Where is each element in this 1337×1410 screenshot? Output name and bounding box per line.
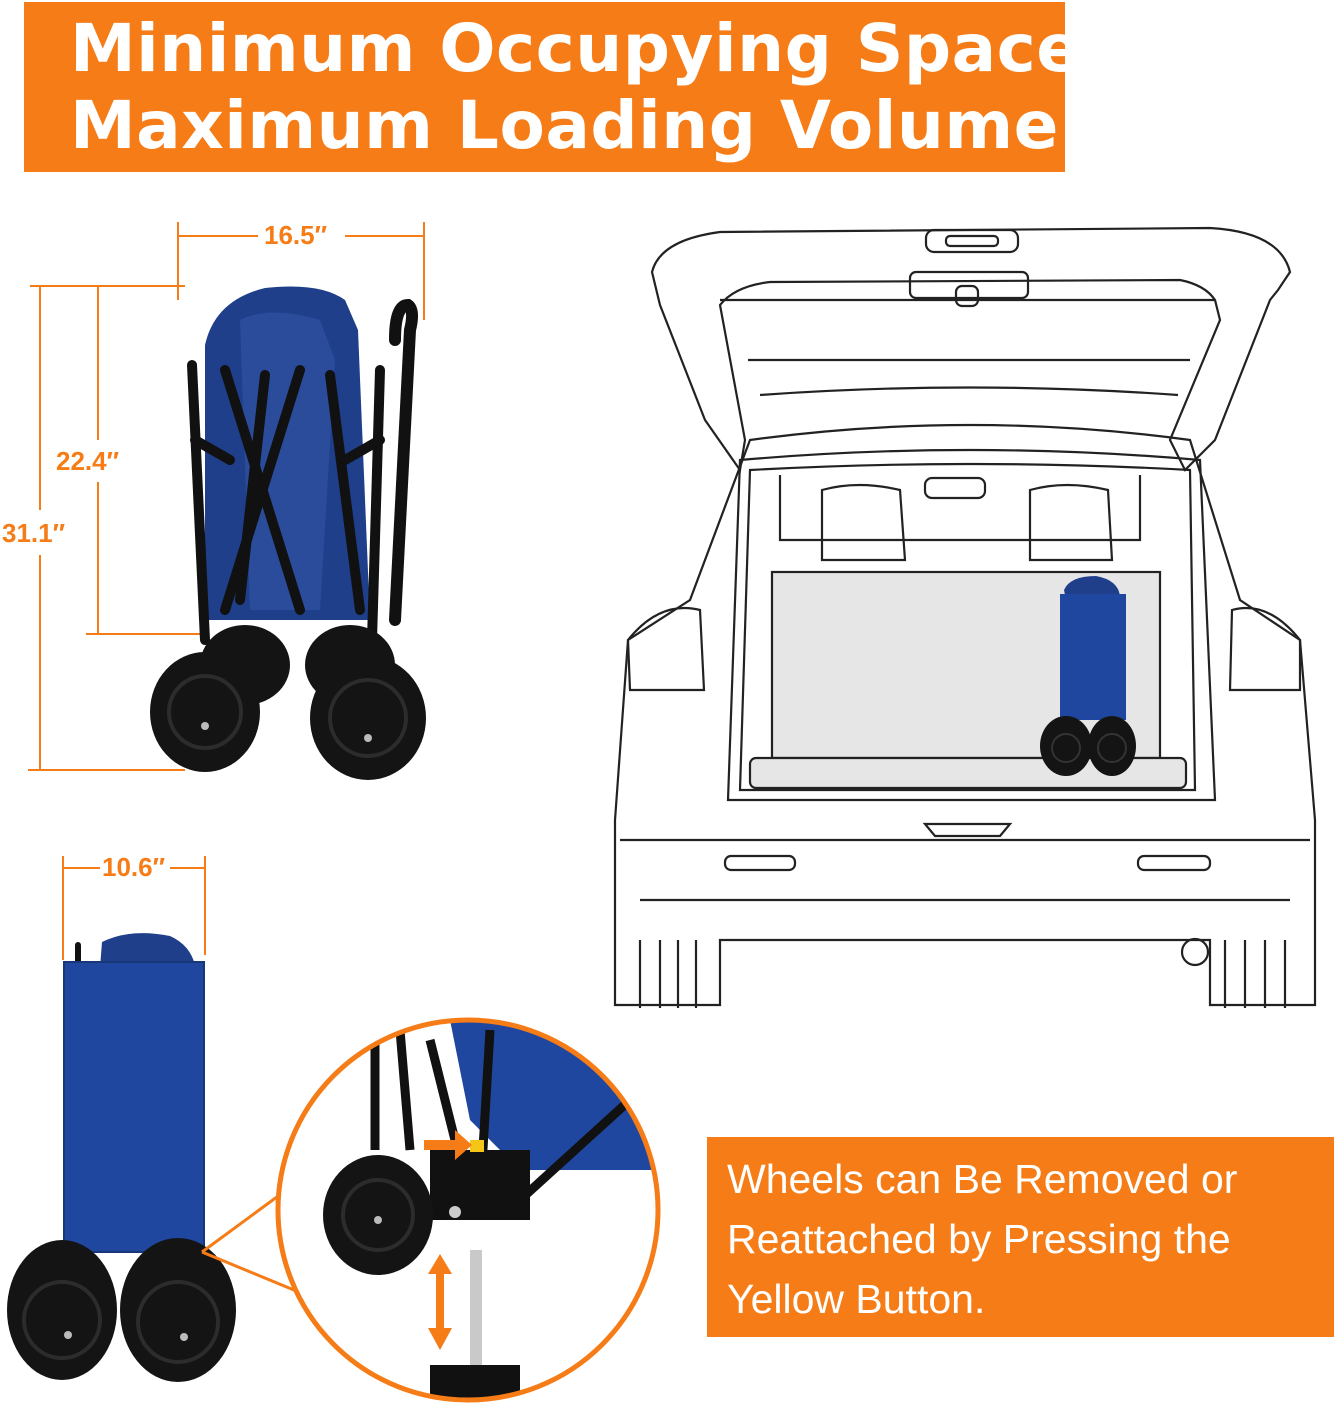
wagon-in-trunk	[1040, 576, 1136, 776]
dim-width-label: 16.5″	[264, 220, 328, 250]
callout-line-3: Yellow Button.	[727, 1276, 986, 1322]
folded-wagon-front	[150, 286, 426, 780]
callout-line-2: Reattached by Pressing the	[727, 1216, 1231, 1262]
dimension-lines-top	[28, 222, 425, 960]
wheel-callout-box: Wheels can Be Removed or Reattached by P…	[707, 1137, 1334, 1337]
dim-depth-label: 10.6″	[102, 852, 166, 882]
wheel-detail-circle	[201, 1017, 661, 1403]
title-banner: Minimum Occupying Space, Maximum Loading…	[24, 2, 1107, 172]
title-line-1: Minimum Occupying Space,	[70, 10, 1108, 87]
title-line-2: Maximum Loading Volume	[70, 87, 1059, 164]
dim-height-short-label: 22.4″	[56, 446, 120, 476]
suv-rear-outline	[613, 226, 1317, 1008]
callout-line-1: Wheels can Be Removed or	[727, 1156, 1238, 1202]
dim-height-full-label: 31.1″	[2, 518, 66, 548]
folded-wagon-side	[7, 933, 236, 1382]
